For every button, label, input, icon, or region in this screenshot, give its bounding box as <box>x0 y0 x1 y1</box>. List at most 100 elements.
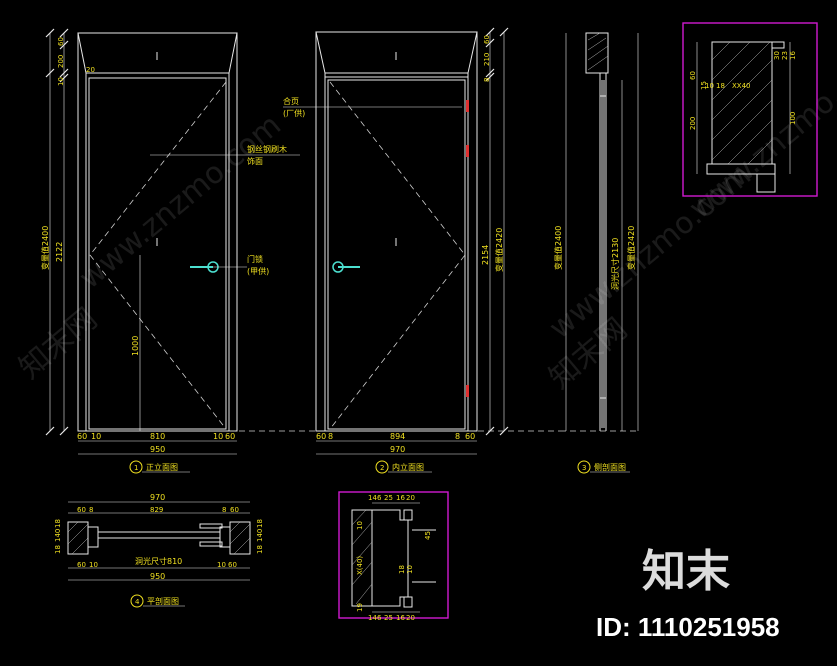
back-frame-outer <box>315 31 478 432</box>
plan-title: 平剖面图 <box>147 596 179 606</box>
plan-right-dim-2: 18 <box>256 519 264 528</box>
back-title-num: 2 <box>380 464 384 472</box>
back-dim-b4: 60 <box>465 432 475 441</box>
front-swing-lines <box>89 81 227 430</box>
front-frame-outer <box>77 32 238 432</box>
plan-bottom-total: 950 <box>150 572 165 581</box>
detail-bottom-top-2: 25 <box>384 494 393 502</box>
detail-bottom-label: X(40) <box>356 556 364 575</box>
plan-bottom-dim-3: 60 <box>228 561 237 569</box>
plan-bottom-dim-1: 10 <box>89 561 98 569</box>
back-dim-right-60: 60 <box>483 35 491 44</box>
plan-bottom-dim-0: 60 <box>77 561 86 569</box>
front-dim-left-60: 60 <box>57 37 65 46</box>
front-title-bubble <box>129 460 143 474</box>
side-label-mid: 洞光尺寸2130 <box>610 238 620 290</box>
plan-top-dim-4: 60 <box>230 506 239 514</box>
plan-left-dim-2: 18 <box>54 519 62 528</box>
plan-right-dim-1: 140 <box>256 529 264 542</box>
plan-bottom-dim-2: 10 <box>217 561 226 569</box>
front-dim-b1: 10 <box>91 432 101 441</box>
plan-top-dim-2: 829 <box>150 506 163 514</box>
back-dim-b2: 894 <box>390 432 405 441</box>
branding: 知末 ID: 1110251958 <box>596 546 780 642</box>
detail-bottom-top-4: 20 <box>406 494 415 502</box>
detail-bottom: 14 6 25 16 20 14 6 25 16 20 X(40) 10 19 … <box>338 491 449 622</box>
back-dim-b1: 8 <box>328 432 333 441</box>
detail-top-side-1: 200 <box>689 117 697 130</box>
detail-bottom-top-0: 14 <box>368 494 377 502</box>
detail-bottom-side-b: 10 <box>356 521 364 530</box>
detail-bottom-bot-4: 20 <box>406 614 415 622</box>
plan-top-total: 970 <box>150 493 165 502</box>
front-dim-b3: 10 <box>213 432 223 441</box>
watermark-cn-1: 知末网 <box>13 301 104 386</box>
side-section: 变量值2400 洞光尺寸2130 变量值2420 3 侧剖面图 <box>553 32 640 474</box>
back-total-width: 970 <box>390 445 405 454</box>
side-title: 侧剖面图 <box>594 462 626 472</box>
plan-door-leaf <box>97 531 221 539</box>
lock-note: 门锁 <box>247 254 263 264</box>
plan-title-num: 4 <box>135 598 140 606</box>
lock-note-2: (甲供) <box>247 266 269 276</box>
detail-bottom-frame <box>338 491 449 619</box>
plan-top-dim-3: 8 <box>222 506 226 514</box>
plan-left-dim-0: 18 <box>54 545 62 554</box>
plan-title-bubble <box>130 594 144 608</box>
plan-left-dim-1: 140 <box>54 529 62 542</box>
detail-bottom-top-3: 16 <box>396 494 405 502</box>
asset-id-label: ID: 1110251958 <box>596 612 780 642</box>
front-tag-20: 20 <box>86 66 95 74</box>
brand-logo-text: 知末 <box>642 546 730 597</box>
front-dim-b2: 810 <box>150 432 165 441</box>
front-door-leaf <box>88 77 227 430</box>
front-dim-b4: 60 <box>225 432 235 441</box>
detail-bottom-bot-1: 6 <box>377 614 382 622</box>
detail-top-hatch <box>711 41 773 165</box>
back-swing-lines <box>329 81 466 430</box>
front-title: 正立面图 <box>146 462 178 472</box>
detail-top-side-0: 60 <box>689 71 697 80</box>
back-leaf-height: 2154 <box>481 245 490 265</box>
plan-top-dim-0: 60 <box>77 506 86 514</box>
front-title-num: 1 <box>134 464 138 472</box>
back-height-label: 变量值2420 <box>494 228 504 272</box>
hinge-mid-icon <box>466 145 469 157</box>
side-title-num: 3 <box>582 464 586 472</box>
hinge-note-2: (厂供) <box>283 108 305 118</box>
back-dim-b3: 8 <box>455 432 460 441</box>
detail-bottom-side-c: 45 <box>424 531 432 540</box>
plan-section: 970 60 8 829 8 60 18 140 18 18 140 18 洞光… <box>54 493 264 608</box>
back-dim-b0: 60 <box>316 432 326 441</box>
front-dim-left-10: 10 <box>57 77 65 86</box>
front-elevation: 60 200 10 变量值2400 2122 1000 20 60 10 810… <box>40 28 320 474</box>
detail-top: 60 200 15 100 16 23 30 10 18 XX40 <box>682 22 818 197</box>
front-dim-left-200: 200 <box>57 55 65 68</box>
panel-note: 钢丝钢刷木 <box>247 144 287 154</box>
front-total-width: 950 <box>150 445 165 454</box>
detail-bottom-bot-0: 14 <box>368 614 377 622</box>
side-header-block <box>585 32 609 74</box>
detail-top-mid-0: 10 <box>705 82 714 90</box>
front-dim-b0: 60 <box>77 432 87 441</box>
plan-right-dim-0: 18 <box>256 545 264 554</box>
front-height-label: 变量值2400 <box>40 226 50 270</box>
back-door-leaf <box>327 79 466 430</box>
side-label-right: 变量值2420 <box>626 226 636 270</box>
detail-top-mid-1: 18 <box>716 82 725 90</box>
side-label-left: 变量值2400 <box>553 226 563 270</box>
back-elevation: 60 210 8 2154 变量值2420 60 8 894 8 60 970 … <box>315 27 560 474</box>
detail-top-dim-2: 30 <box>773 51 781 60</box>
front-handle-height: 1000 <box>131 336 140 356</box>
plan-top-dim-1: 8 <box>89 506 93 514</box>
detail-top-dim-1: 23 <box>781 51 789 60</box>
detail-top-side-2: 15 <box>700 81 708 90</box>
detail-bottom-bot-3: 16 <box>396 614 405 622</box>
hinge-top-icon <box>466 100 469 112</box>
hinge-bottom-icon <box>466 385 469 397</box>
back-dim-right-210: 210 <box>483 53 491 66</box>
detail-top-side-3: 100 <box>789 112 797 125</box>
back-title-bubble <box>375 460 389 474</box>
panel-note-2: 饰面 <box>247 156 263 166</box>
